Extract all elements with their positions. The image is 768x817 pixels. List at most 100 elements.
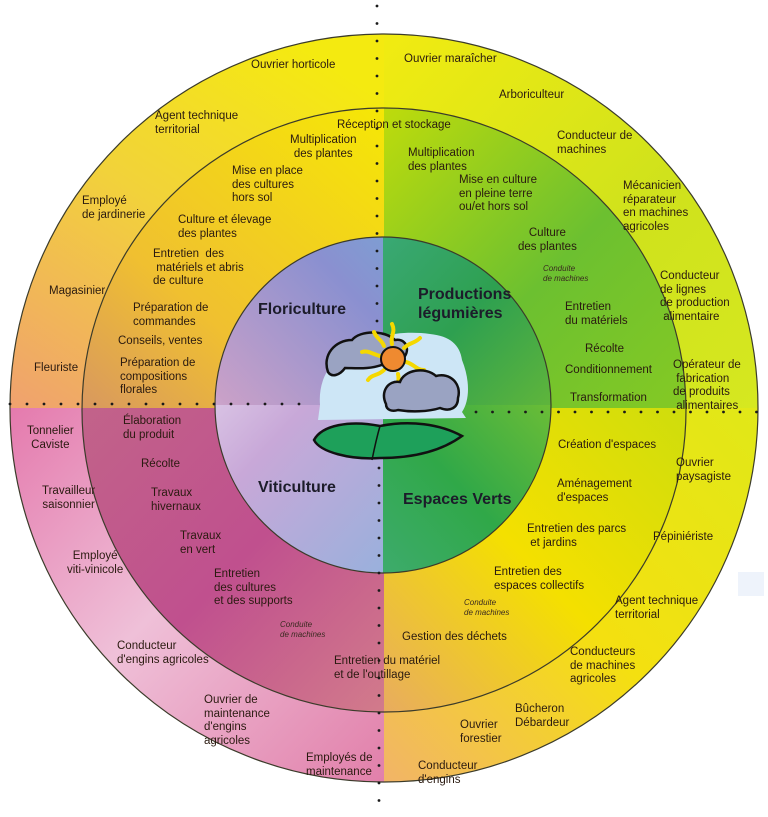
divider-dot-horizontal [263,402,267,406]
divider-dot-horizontal [639,410,643,414]
activity-ev-conduite-machines: Conduite de machines [464,598,510,617]
job-ouvrier-horticole: Ouvrier horticole [251,59,336,71]
divider-dot-horizontal [229,402,233,406]
divider-dot-vertical [377,554,381,557]
activity-leg-entretien-materiels: Entretien du matériels [565,301,628,327]
divider-dot-vertical [375,57,379,60]
activity-entretien-materiel-outillage: Entretien du matériel et de l'outillage [334,655,441,681]
divider-dot-vertical [377,746,381,750]
job-fleuriste: Fleuriste [34,362,79,374]
job-operateur-fabrication: Opérateur de fabrication de produits ali… [673,359,741,412]
activity-leg-recolte: Récolte [585,343,624,355]
job-conducteur-engins: Conducteur d'engins [418,760,478,786]
activity-ev-entretien-espaces-collectifs: Entretien des espaces collectifs [494,566,585,592]
cloud-right-icon [382,369,461,413]
divider-dot-vertical [377,466,381,470]
job-agent-technique-territorial-ev: Agent technique territorial [615,595,699,621]
job-conducteurs-machines-agricoles: Conducteurs de machines agricoles [570,646,636,685]
job-employes-maintenance: Employés de maintenance [306,752,373,778]
divider-dot-horizontal [161,402,165,406]
inner-disc-border [214,236,552,574]
divider-dot-vertical [375,319,379,323]
sun-clouds-hills-icon [312,322,468,461]
divider-dot-horizontal [110,402,114,406]
middle-ring-border [81,107,687,713]
divider-dot-horizontal [42,402,46,406]
divider-dot-horizontal [590,410,593,414]
divider-dot-vertical [377,589,381,592]
divider-dot-horizontal [127,402,131,406]
dotted-dividers [8,4,758,802]
divider-dot-vertical [375,127,379,130]
divider-dot-horizontal [672,410,676,414]
activity-flori-conseils-ventes: Conseils, ventes [118,335,203,347]
divider-dot-horizontal [76,402,80,406]
divider-dot-vertical [375,4,379,8]
job-employe-viti-vinicole: Employé viti-vinicole [67,550,124,576]
divider-dot-horizontal [246,402,250,406]
divider-dot-horizontal [573,410,577,414]
divider-dot-horizontal [59,402,63,406]
sector-title-productions-legumieres: Productions légumières [418,286,512,322]
divider-dot-vertical [377,641,381,645]
activity-leg-culture-plantes: Culture des plantes [518,227,577,253]
divider-dot-vertical [375,249,379,253]
activity-leg-multiplication: Multiplication des plantes [408,147,475,173]
sector-title-floriculture: Floriculture [258,301,347,318]
activity-reception-stockage: Réception et stockage [337,119,451,131]
divider-dot-horizontal [540,410,544,414]
job-employe-jardinerie: Employé de jardinerie [82,195,146,221]
activity-ev-entretien-parcs: Entretien des parcs et jardins [527,523,627,549]
activity-leg-transformation: Transformation [570,392,647,404]
divider-dot-horizontal [297,402,301,406]
divider-dot-vertical [375,267,379,270]
divider-dot-vertical [375,232,379,235]
job-arboriculteur: Arboriculteur [499,89,565,101]
activity-flori-preparation-commandes: Préparation de commandes [133,302,209,328]
activity-ev-amenagement: Aménagement d'espaces [557,478,632,504]
divider-dot-vertical [377,711,381,715]
divider-dot-vertical [377,694,381,697]
divider-dot-vertical [377,624,381,627]
divider-dot-vertical [375,284,379,288]
divider-dot-horizontal [755,410,758,414]
divider-dot-horizontal [178,402,182,406]
divider-dot-vertical [377,536,381,540]
job-agent-technique-territorial-flori: Agent technique territorial [155,110,239,136]
job-travailleur-saisonnier: Travailleur saisonnier [42,485,96,511]
divider-dot-vertical [377,729,381,732]
divider-dot-horizontal [474,410,478,414]
job-pepinieriste: Pépiniériste [653,531,714,543]
divider-dot-vertical [375,39,379,43]
activity-viti-travaux-en-vert: Travaux en vert [180,530,222,556]
activity-flori-culture-elevage: Culture et élevage des plantes [178,214,272,240]
divider-dot-horizontal [524,410,527,414]
job-mecanicien-reparateur: Mécanicien réparateur en machines agrico… [623,180,689,233]
activity-ev-creation-espaces: Création d'espaces [558,439,657,451]
divider-dot-vertical [377,606,381,610]
divider-dot-vertical [375,22,379,25]
activity-viti-elaboration: Élaboration du produit [123,415,182,441]
divider-dot-vertical [377,571,381,575]
divider-dot-vertical [377,781,381,785]
activity-viti-conduite-machines: Conduite de machines [280,620,326,639]
activity-leg-mise-en-culture: Mise en culture en pleine terre ou/et ho… [459,174,537,213]
divider-dot-vertical [375,109,379,113]
activity-viti-entretien-cultures: Entretien des cultures et des supports [214,568,293,607]
divider-dot-vertical [377,764,381,767]
faint-artifact-box [738,572,764,596]
divider-dot-horizontal [656,410,659,414]
divider-dot-vertical [375,162,379,165]
job-ouvrier-maintenance-engins: Ouvrier de maintenance d'engins agricole… [204,694,270,747]
divider-dot-horizontal [212,402,216,406]
divider-dot-vertical [377,519,381,522]
activity-flori-compositions-florales: Préparation de compositions florales [120,357,196,396]
job-bucheron-debardeur: Bûcheron Débardeur [515,703,570,729]
divider-dot-vertical [375,92,379,95]
job-magasinier: Magasinier [49,285,106,297]
divider-dot-vertical [377,501,381,505]
job-ouvrier-paysagiste: Ouvrier paysagiste [676,457,731,483]
divider-dot-vertical [377,676,381,680]
hills-icon [312,421,465,460]
